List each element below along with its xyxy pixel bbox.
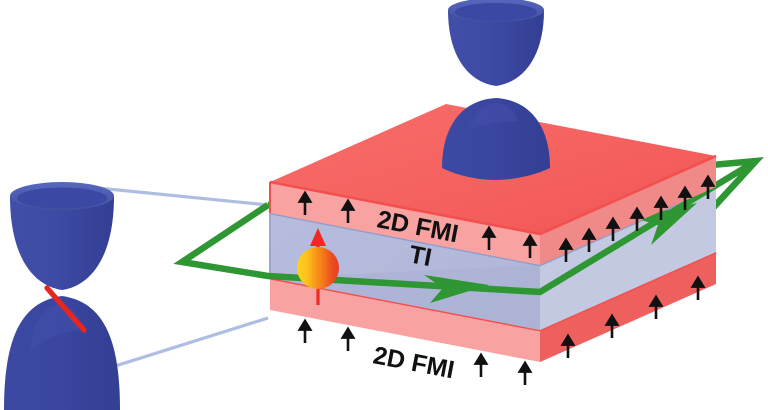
side-surface-dirac-cone <box>4 182 120 410</box>
gap-edge-state-line <box>44 285 87 333</box>
conduction-band-cup-top <box>448 10 544 86</box>
conduction-band-rim-inner-top <box>455 3 537 21</box>
ti-label: TI <box>407 240 434 272</box>
chiral-edge-state-front <box>173 158 758 303</box>
valence-band-dome-left <box>4 296 120 410</box>
top-fmi-front-face <box>270 182 540 265</box>
top-surface-dirac-cone <box>442 0 550 180</box>
top-fmi-top-edge <box>269 154 717 236</box>
top-2d-fmi-layer: 2D FMI <box>269 0 717 265</box>
bottom-fmi-front-face <box>270 278 540 362</box>
edge-state-arrowhead-front <box>424 275 489 303</box>
callout-line-upper <box>77 184 269 207</box>
ti-front-face <box>270 213 540 330</box>
valence-band-highlight-top <box>470 103 518 130</box>
edge-state-front-path <box>173 158 758 296</box>
spin-arrow-head <box>310 228 326 246</box>
spin-sphere <box>297 247 339 289</box>
conduction-band-cup-left <box>10 196 114 290</box>
callout-line-lower <box>95 316 269 374</box>
bottom-fmi-side-face <box>540 252 716 362</box>
bottom-fmi-label: 2D FMI <box>371 341 457 384</box>
valence-band-dome-top <box>442 98 550 180</box>
zoom-callout <box>77 184 269 374</box>
edge-state-arrowhead-right <box>634 203 697 245</box>
spin-polarized-carrier <box>297 228 339 305</box>
conduction-band-rim-inner-left <box>17 187 107 209</box>
